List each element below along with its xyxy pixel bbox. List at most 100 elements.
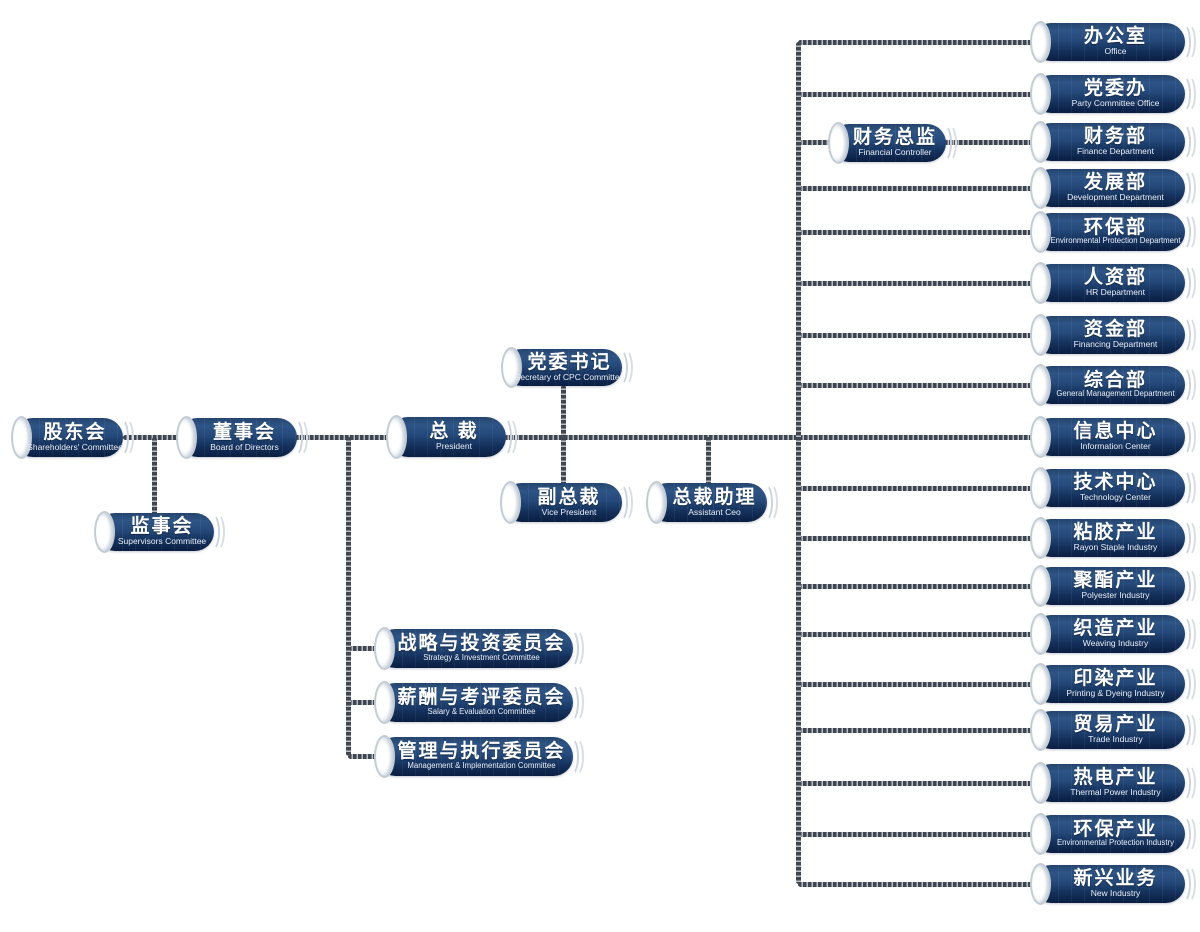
node-label-en: Strategy & Investment Committee <box>423 652 540 662</box>
cylinder-arc-icon <box>1180 815 1196 853</box>
node-label-en: Thermal Power Industry <box>1070 787 1161 798</box>
cylinder-cap-icon <box>501 347 522 388</box>
cylinder-body <box>1032 615 1185 653</box>
cylinder-arc-icon <box>612 349 628 386</box>
cylinder-body <box>1032 316 1185 354</box>
cylinder-body <box>1032 519 1185 557</box>
cylinder-cap-icon <box>1030 211 1051 253</box>
connector-trunk-to-thermal-power-industry <box>798 780 1038 786</box>
cylinder-cap-icon <box>1030 709 1051 751</box>
cylinder-body <box>503 349 622 386</box>
node-label-en: Polyester Industry <box>1081 590 1150 601</box>
cylinder-arc-icon <box>612 483 628 522</box>
connector-trunk-to-polyester-industry <box>798 583 1038 589</box>
cylinder-arc-icon <box>1180 264 1196 302</box>
connector-trunk-to-financial-controller <box>798 139 834 145</box>
cylinder-body <box>1032 567 1185 605</box>
node-label-en: Environmental Protection Department <box>1050 236 1181 246</box>
cylinder-arc-icon <box>1180 711 1196 749</box>
cylinder-cap-icon <box>1030 863 1051 905</box>
cylinder-body <box>376 737 573 776</box>
cylinder-body <box>1032 418 1185 456</box>
cylinder-arc-icon <box>617 349 633 386</box>
cylinder-arc-icon <box>1175 469 1191 507</box>
node-label-zh: 战略与投资委员会 <box>397 633 566 655</box>
cylinder-arc-icon <box>1180 615 1196 653</box>
cylinder-arc-icon <box>496 417 512 457</box>
node-label-en: Party Committee Office <box>1071 98 1160 109</box>
cylinder-body <box>1032 366 1185 404</box>
connector-trunk-to-new-industry <box>798 881 1038 887</box>
cylinder-body <box>648 483 767 522</box>
cylinder-body <box>1032 865 1185 903</box>
cylinder-cap-icon <box>646 481 667 524</box>
cylinder-cap-icon <box>386 415 407 459</box>
cylinder-body <box>1032 169 1185 207</box>
node-label-zh: 粘胶产业 <box>1073 522 1158 544</box>
node-label-zh: 贸易产业 <box>1073 714 1158 736</box>
cylinder-arc-icon <box>1175 75 1191 113</box>
node-label-zh: 财务总监 <box>852 127 937 149</box>
node-label-zh: 热电产业 <box>1073 767 1158 789</box>
node-label-en: Assistant Ceo <box>688 506 741 517</box>
node-label-zh: 环保产业 <box>1073 818 1158 840</box>
node-label-zh: 董事会 <box>212 421 276 443</box>
node-label-en: Management & Implementation Committee <box>407 760 556 770</box>
node-label-zh: 办公室 <box>1083 26 1147 48</box>
node-label-zh: 人资部 <box>1083 267 1147 289</box>
cylinder-cap-icon <box>1030 21 1051 63</box>
node-label-en: Trade Industry <box>1088 734 1143 745</box>
node-label-zh: 总 裁 <box>429 421 479 443</box>
cylinder-cap-icon <box>1030 467 1051 509</box>
node-label-en: Development Department <box>1067 192 1164 203</box>
cylinder-arc-icon <box>1175 665 1191 703</box>
connector-trunk-to-development-department <box>798 185 1038 191</box>
cylinder-arc-icon <box>563 737 579 776</box>
cylinder-cap-icon <box>1030 613 1051 655</box>
cylinder-arc-icon <box>1175 418 1191 456</box>
node-label-en: Board of Directors <box>210 441 279 452</box>
cylinder-arc-icon <box>118 418 134 457</box>
connector-board-to-president <box>295 434 390 440</box>
cylinder-body <box>1032 469 1185 507</box>
cylinder-cap-icon <box>1030 416 1051 458</box>
cylinder-arc-icon <box>568 629 584 668</box>
cylinder-arc-icon <box>1175 519 1191 557</box>
cylinder-cap-icon <box>500 481 521 524</box>
cylinder-arc-icon <box>1175 615 1191 653</box>
node-label-en: Financial Controller <box>858 147 932 158</box>
cylinder-arc-icon <box>1180 123 1196 161</box>
node-label-en: President <box>436 441 472 452</box>
connector-trunk-to-financing-department <box>798 332 1038 338</box>
connector-financial-controller-to-finance-department <box>944 139 1038 145</box>
cylinder-arc-icon <box>1175 316 1191 354</box>
node-label-zh: 资金部 <box>1083 319 1147 341</box>
node-label-zh: 总裁助理 <box>672 486 757 508</box>
node-label-en: HR Department <box>1085 287 1146 298</box>
cylinder-body <box>1032 264 1185 302</box>
node-label-zh: 新兴业务 <box>1073 868 1158 890</box>
node-label-en: Environmental Protection Industry <box>1056 838 1174 848</box>
cylinder-arc-icon <box>1180 469 1196 507</box>
